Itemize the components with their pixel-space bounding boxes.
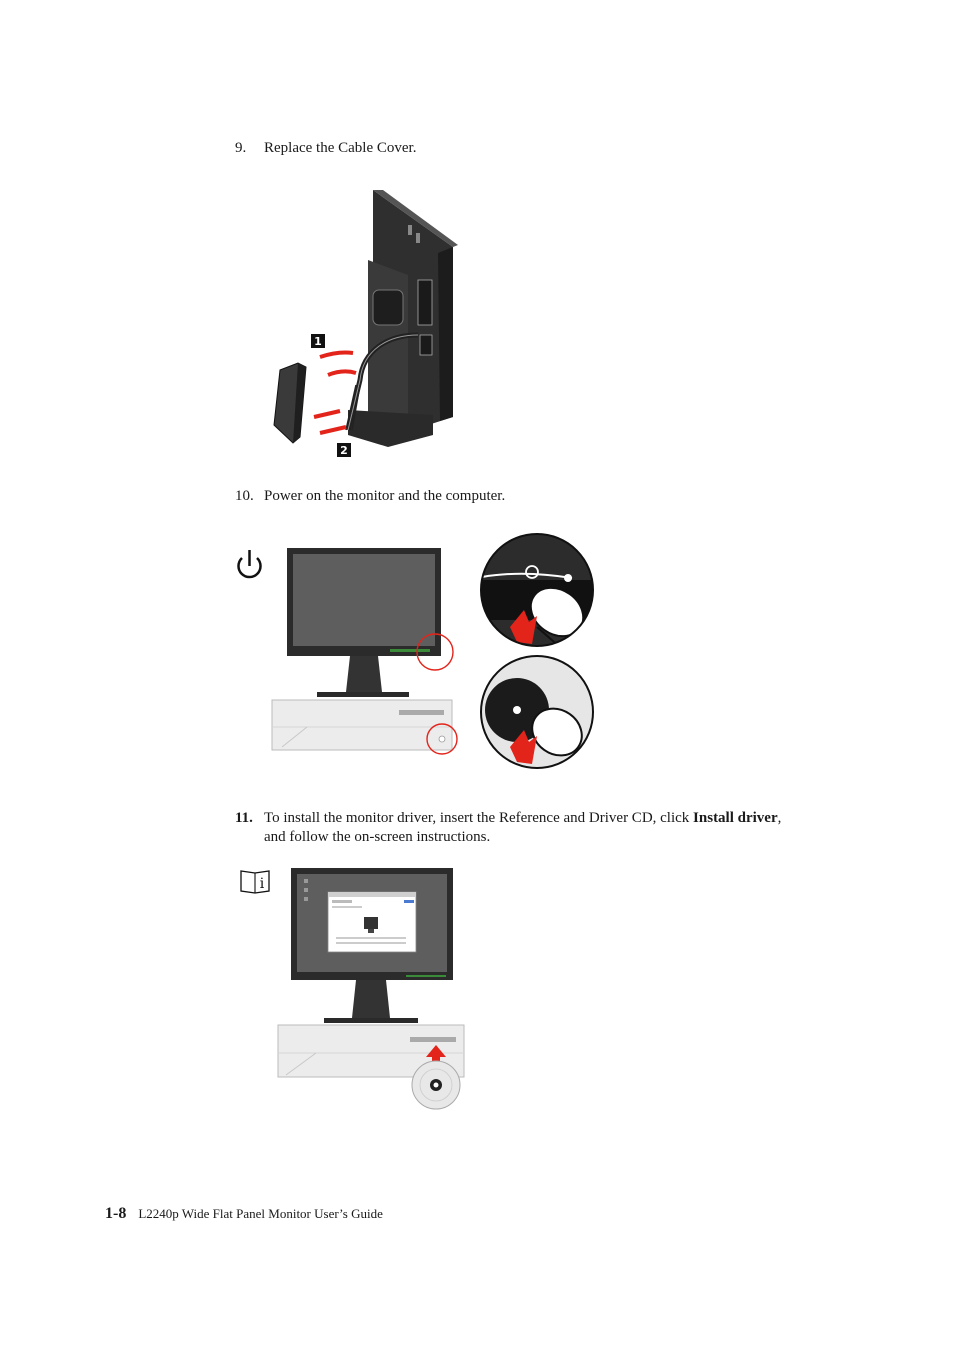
page-footer: 1-8 L2240p Wide Flat Panel Monitor User’s…: [105, 1205, 383, 1223]
step-text: Power on the monitor and the computer.: [264, 488, 506, 504]
callout-2: 2: [340, 444, 348, 457]
step-number: 10.: [235, 488, 254, 504]
cable-cover-figure: 1 2: [273, 190, 458, 457]
footer-title: L2240p Wide Flat Panel Monitor User’s Gu…: [138, 1206, 383, 1221]
callout-1: 1: [314, 335, 322, 348]
install-driver-label: Install driver: [693, 810, 778, 826]
step-number: 9.: [235, 140, 247, 156]
step-text: Replace the Cable Cover.: [264, 140, 417, 156]
power-on-figure: [237, 533, 594, 769]
step-number: 11.: [235, 810, 253, 826]
power-icon: [237, 550, 262, 579]
step-text-after: , and follow the on-screen instructions.: [264, 810, 782, 845]
step-text-before: To install the monitor driver, insert th…: [264, 810, 694, 826]
book-info-icon: i: [240, 870, 270, 894]
install-driver-figure: i: [240, 868, 465, 1110]
page-number: 1-8: [105, 1205, 127, 1222]
step-text: To install the monitor driver, insert th…: [264, 809, 804, 847]
info-glyph: i: [260, 876, 265, 892]
